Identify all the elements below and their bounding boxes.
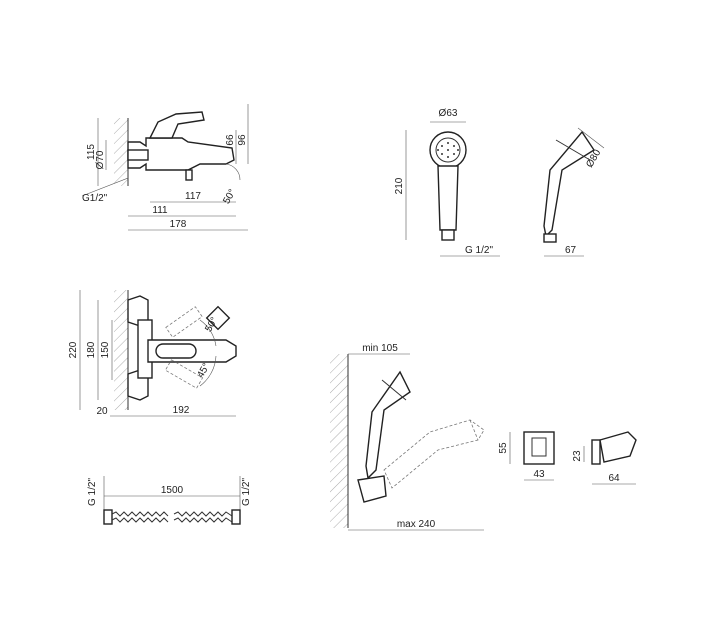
eccentric-side: [127, 149, 149, 161]
shower-side-profile: [543, 130, 595, 238]
dim-shower-d63: Ø63: [439, 108, 458, 119]
installed-holder: [357, 475, 387, 503]
lever-side: [148, 111, 205, 139]
hand-shower-front-view: Ø63 210 G 1/2": [394, 108, 500, 257]
dim-front-150: 150: [100, 341, 111, 358]
hose-nut-left: [103, 509, 113, 525]
dim-hose-g-right: G 1/2": [241, 478, 252, 506]
holder-side-profile: [599, 431, 637, 463]
dim-shower-67: 67: [565, 245, 577, 256]
holder-side-view: 23 64: [572, 431, 637, 485]
dim-side-111: 111: [152, 205, 168, 216]
hand-shower-side-view: Ø80 67: [543, 127, 605, 257]
dim-hose-g-left: G 1/2": [87, 478, 98, 506]
dim-front-180: 180: [86, 341, 97, 358]
shower-connector-front: [441, 229, 455, 241]
hose-nut-right: [231, 509, 241, 525]
dim-inst-max240: max 240: [397, 519, 436, 530]
lever-position-down: [164, 359, 204, 389]
dim-inst-min105: min 105: [362, 343, 398, 354]
dim-side-d70: Ø70: [95, 150, 106, 169]
dim-side-g: G1/2": [82, 193, 108, 204]
dim-side-96: 96: [237, 134, 248, 146]
dim-side-178: 178: [170, 219, 187, 230]
mixer-side-view: 96 66 115 Ø70 G1/2" 111 117 178 50°: [81, 104, 249, 231]
hose-ribbed-left: [111, 511, 169, 517]
dim-front-45: 45°: [195, 361, 212, 380]
wall-hatch: [114, 118, 128, 186]
dim-holder-55: 55: [498, 442, 509, 454]
mixer-body-side: [127, 137, 235, 171]
dim-holder-64: 64: [608, 473, 620, 484]
dim-shower-g: G 1/2": [465, 245, 493, 256]
tilted-shower-ghost: [383, 419, 485, 489]
dim-hose-1500: 1500: [161, 485, 184, 496]
shower-handle-front: [437, 165, 459, 231]
mixer-cartridge-front: [155, 343, 197, 359]
dim-side-66: 66: [225, 134, 236, 146]
hose-view: G 1/2" 1500 G 1/2": [87, 476, 252, 525]
wall-hatch: [330, 354, 348, 528]
holder-slot: [531, 437, 547, 457]
dim-front-220: 220: [68, 341, 79, 358]
dim-side-117: 117: [185, 191, 201, 202]
wall-hatch: [114, 290, 128, 410]
holder-front-view: 55 43: [498, 431, 555, 481]
shower-head-inner: [435, 137, 461, 163]
diverter-side: [185, 169, 193, 181]
hose-ribbed-left-lower: [111, 517, 169, 523]
holder-front: [523, 431, 555, 465]
dim-shower-210: 210: [394, 177, 405, 194]
lever-position-up: [165, 306, 203, 338]
mixer-front-view: 220 180 150 20 192 50° 45°: [68, 290, 237, 417]
dim-holder-43: 43: [533, 469, 545, 480]
dim-holder-23: 23: [572, 450, 583, 462]
hose-ribbed-right-lower: [173, 517, 233, 523]
installed-shower: [365, 370, 411, 480]
lever-position-mid: [205, 305, 231, 331]
shower-nozzles: [437, 142, 459, 158]
dim-front-20: 20: [96, 406, 108, 417]
dim-front-192: 192: [173, 405, 190, 416]
dim-side-115: 115: [86, 144, 97, 160]
holder-wall-plate: [591, 439, 601, 465]
dim-side-50: 50°: [221, 187, 238, 206]
hose-ribbed-right: [173, 511, 233, 517]
shower-connector-side: [543, 233, 557, 243]
installation-view: min 105 max 240: [330, 343, 485, 531]
